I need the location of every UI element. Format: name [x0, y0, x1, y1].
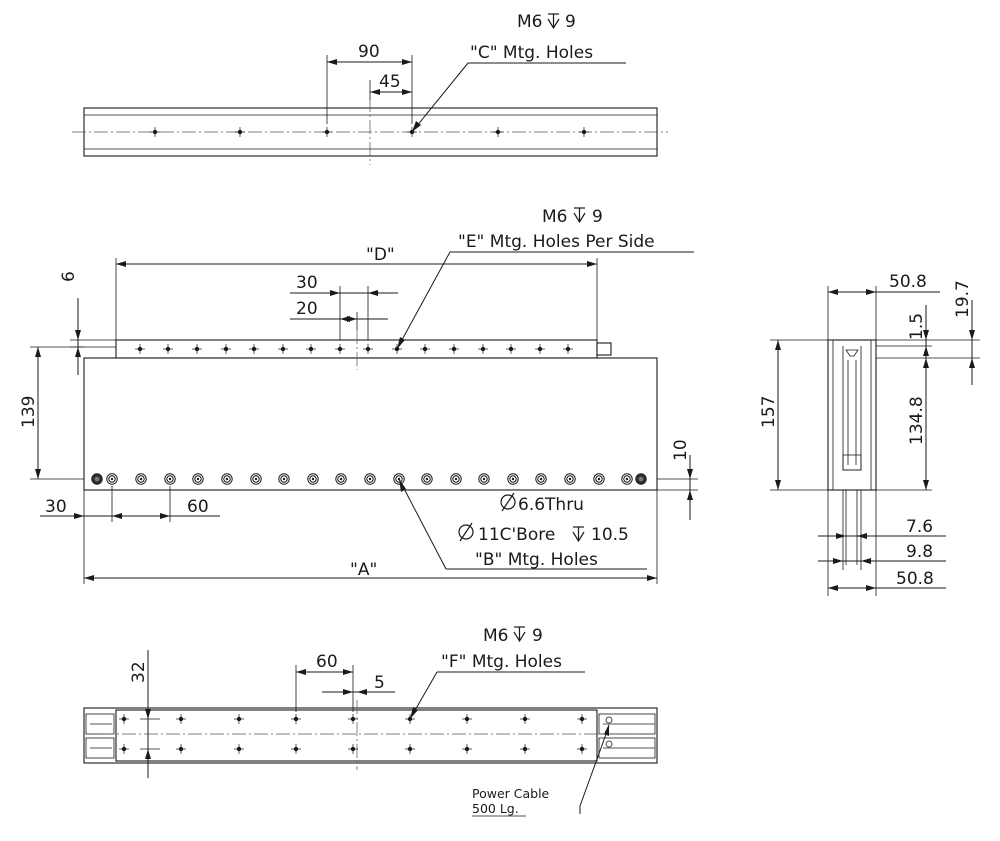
bottom-carriage: [115, 709, 598, 762]
front-carriage: [115, 339, 598, 359]
front-cable-stub: [596, 342, 612, 356]
front-view: "D" 30 20 M6 9 "E" Mtg. Holes Per Side 6: [19, 207, 698, 584]
dim-1-5: 1.5: [907, 313, 927, 340]
power-cable-length: 500 Lg.: [472, 801, 519, 816]
cbore-label: 11C'Bore: [478, 525, 555, 545]
dim-30-bottom: 30: [45, 497, 67, 517]
depth-icon: [513, 626, 526, 642]
top-view: 90 45 M6 9 "C" Mtg. Holes: [72, 12, 668, 165]
dim-32: 32: [129, 661, 149, 683]
dim-90: 90: [358, 42, 380, 62]
depth-icon: [547, 13, 560, 29]
bottom-thread-depth: 9: [532, 626, 543, 646]
side-view: 50.8 19.7 1.5 157 134.8 7.6: [759, 272, 980, 596]
b-holes-label: "B" Mtg. Holes: [475, 550, 598, 570]
diameter-icon: [458, 522, 474, 542]
dim-top-width: 50.8: [889, 272, 927, 292]
dim-9-8: 9.8: [906, 542, 933, 562]
f-holes-label: "F" Mtg. Holes: [441, 652, 562, 672]
dim-d: "D": [366, 245, 395, 265]
dim-bottom-width: 50.8: [896, 569, 934, 589]
side-body: [827, 339, 877, 491]
dim-7-6: 7.6: [906, 517, 933, 537]
depth-icon: [573, 207, 586, 223]
diameter-icon: [500, 492, 516, 512]
dim-134-8: 134.8: [907, 396, 927, 445]
dim-30: 30: [296, 273, 318, 293]
cbore-depth: 10.5: [591, 525, 629, 545]
dim-10: 10: [671, 439, 691, 461]
dim-a: "A": [350, 560, 377, 580]
dim-20: 20: [296, 299, 318, 319]
dim-157: 157: [759, 396, 779, 428]
bottom-thread-callout: M6: [483, 626, 508, 646]
power-cable-label: Power Cable: [472, 786, 550, 801]
bottom-view: 60 5 M6 9 "F" Mtg. Holes 32 Power Cable …: [83, 626, 658, 817]
front-thread-depth: 9: [592, 207, 603, 227]
top-thread-callout: M6: [517, 12, 542, 32]
front-thread-callout: M6: [542, 207, 567, 227]
front-base: [83, 357, 658, 491]
thru-hole-label: 6.6Thru: [518, 495, 584, 515]
dim-60-bottom: 60: [316, 652, 338, 672]
e-holes-label: "E" Mtg. Holes Per Side: [458, 232, 655, 252]
dim-139: 139: [19, 396, 39, 428]
depth-icon: [572, 526, 585, 542]
dim-60: 60: [187, 497, 209, 517]
dim-5: 5: [374, 673, 385, 693]
dim-45: 45: [379, 72, 401, 92]
dim-6: 6: [59, 271, 79, 282]
top-thread-depth: 9: [565, 12, 576, 32]
c-holes-label: "C" Mtg. Holes: [470, 43, 593, 63]
dim-19-7: 19.7: [953, 280, 973, 318]
